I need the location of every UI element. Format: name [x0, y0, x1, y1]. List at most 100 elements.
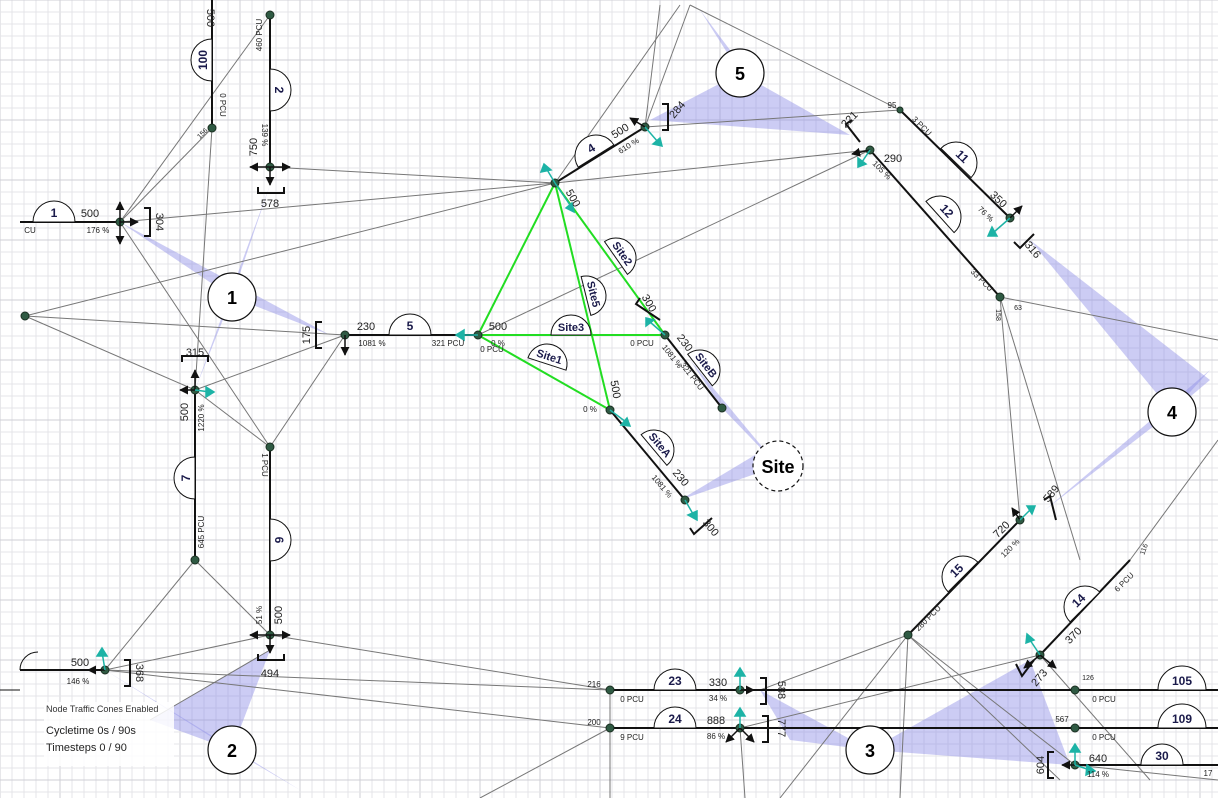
- node-value: 63: [1014, 305, 1022, 312]
- svg-text:5: 5: [735, 64, 745, 84]
- pcu-value: 460 PCU: [255, 19, 264, 52]
- link-label: 30: [1140, 743, 1184, 766]
- queue-value: 588: [775, 681, 787, 699]
- queue-value: 300: [639, 293, 659, 315]
- svg-text:109: 109: [1172, 712, 1192, 726]
- flow-value: 500: [204, 9, 216, 27]
- svg-text:100: 100: [196, 50, 210, 70]
- bracket: [760, 677, 767, 705]
- node: [265, 10, 275, 20]
- bracket: [634, 297, 661, 321]
- site-link-labels: Site1 Site2 Site3 Site5 SiteA SiteB: [527, 237, 721, 467]
- bracket: [257, 187, 285, 194]
- pcu-value: 321 PCU: [432, 339, 465, 348]
- node: [265, 442, 275, 452]
- queue-value: 368: [133, 664, 145, 682]
- traffic-cone: [650, 73, 850, 135]
- zone-3: 3: [845, 725, 895, 775]
- link-label: 11: [940, 141, 978, 179]
- link-label: 105: [1157, 665, 1207, 691]
- capacity-value: 0 %: [491, 339, 505, 348]
- node: [1070, 685, 1080, 695]
- bracket: [844, 119, 861, 143]
- flow-value: 500: [607, 379, 622, 399]
- value-labels: 500 176 % 304 CU 500 750 578 139 % 460 P…: [24, 9, 1213, 779]
- node: [896, 106, 904, 114]
- site-link-label: Site3: [558, 322, 584, 334]
- queue-value: 604: [1035, 756, 1047, 774]
- link-label: 23: [653, 668, 697, 691]
- capacity-value: 34 %: [709, 694, 727, 703]
- capacity-value: 76 %: [976, 205, 995, 224]
- flow-value: 640: [1089, 753, 1107, 765]
- pcu-value: 0 PCU: [480, 345, 504, 354]
- pcu-value: 0 PCU: [620, 695, 644, 704]
- node: [190, 555, 200, 565]
- zones[interactable]: 1 2 3 4 5 Site: [207, 48, 1197, 775]
- bracket: [689, 517, 713, 536]
- capacity-value: 1081 %: [358, 339, 385, 348]
- svg-text:24: 24: [668, 712, 682, 726]
- node: [995, 292, 1005, 302]
- direction-arrows: [87, 117, 1075, 770]
- svg-text:105: 105: [1172, 674, 1192, 688]
- flow-value: 330: [709, 677, 727, 689]
- bracket: [124, 659, 131, 687]
- svg-text:1: 1: [227, 288, 237, 308]
- timesteps-readout: Timesteps 0 / 90: [46, 742, 127, 754]
- svg-text:Site: Site: [761, 457, 794, 477]
- flow-value: 500: [273, 606, 285, 624]
- node: [20, 311, 30, 321]
- zone-5: 5: [715, 48, 765, 98]
- queue-value: 175: [301, 326, 313, 344]
- link-labels[interactable]: 1 2 4 5 6 7 11 12 14 15 23 24 30 100 105…: [32, 38, 1207, 766]
- node: [605, 685, 615, 695]
- traffic-cone: [760, 690, 870, 750]
- node-value: 116: [1139, 543, 1149, 556]
- site-links: [477, 182, 666, 411]
- node: [903, 630, 913, 640]
- edge-fragments: [0, 651, 39, 691]
- bracket: [257, 654, 285, 661]
- flow-value: 750: [248, 138, 260, 156]
- capacity-value: 1220 %: [197, 404, 206, 431]
- node: [605, 723, 615, 733]
- flow-value: 230: [357, 321, 375, 333]
- bracket: [1013, 233, 1035, 250]
- link-label: 14: [1063, 585, 1101, 623]
- pcu-value: 9 PCU: [620, 733, 644, 742]
- link-label: 109: [1157, 703, 1207, 729]
- queue-value: 578: [261, 198, 279, 210]
- node-value: 216: [587, 680, 601, 689]
- overlay-title: Node Traffic Cones Enabled: [46, 704, 159, 714]
- flow-value: 500: [179, 403, 191, 421]
- node: [717, 403, 727, 413]
- queue-value: 304: [153, 213, 165, 231]
- link-label: 4: [574, 134, 615, 168]
- capacity-value: 51 %: [255, 606, 264, 624]
- capacity-value: 86 %: [707, 732, 725, 741]
- capacity-value: 1081 %: [650, 473, 674, 500]
- svg-text:5: 5: [407, 319, 414, 333]
- capacity-value: 146 %: [67, 677, 90, 686]
- zone-site: Site: [752, 440, 804, 492]
- zone-1: 1: [207, 272, 257, 322]
- pcu-value: 0 PCU: [1092, 733, 1116, 742]
- node-value: 200: [587, 718, 601, 727]
- flow-value: 290: [884, 153, 902, 165]
- node: [1070, 723, 1080, 733]
- svg-text:23: 23: [668, 674, 682, 688]
- pcu-value: 0 PCU: [218, 93, 227, 117]
- pcu-value: 645 PCU: [197, 516, 206, 549]
- bracket: [1043, 494, 1057, 521]
- pcu-value: 1 PCU: [260, 453, 269, 477]
- link-label: 7: [173, 456, 196, 500]
- pcu-value: CU: [24, 226, 36, 235]
- capacity-value: 176 %: [87, 226, 110, 235]
- flow-value: 500: [81, 208, 99, 220]
- simulation-info-panel: Node Traffic Cones Enabled Cycletime 0s …: [44, 702, 174, 766]
- zone-4: 4: [1147, 387, 1197, 437]
- bracket: [144, 207, 151, 237]
- capacity-value: 610 %: [617, 136, 641, 156]
